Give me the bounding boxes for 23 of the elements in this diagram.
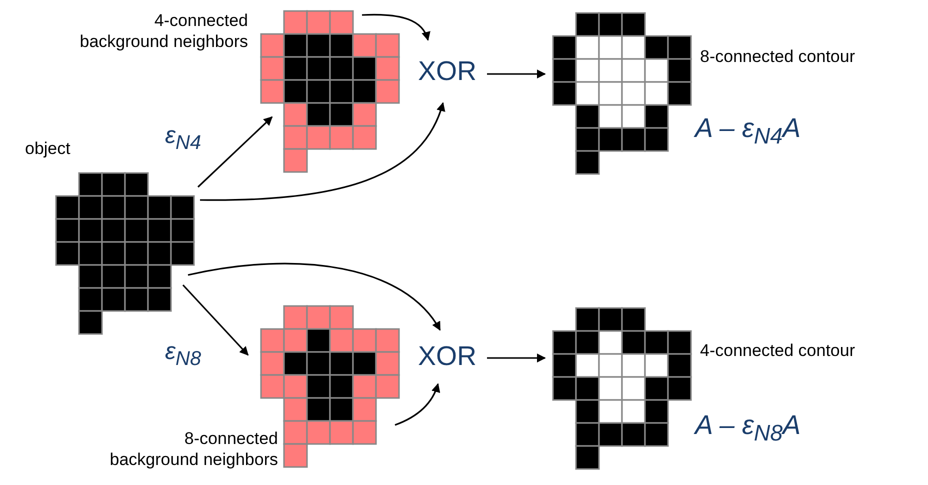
arrow	[394, 383, 440, 426]
operator-label: XOR	[418, 58, 477, 85]
arrow	[188, 262, 441, 331]
pixel-grid-drawing	[552, 307, 692, 470]
grid-caption: 8-connected background neighbors	[108, 428, 278, 470]
pixel-grid-drawing	[260, 10, 400, 173]
pixel-grid-drawing	[55, 172, 195, 335]
formula: A – ε$_{N8}$A	[695, 412, 801, 445]
arrow	[487, 70, 546, 78]
arrow	[182, 284, 249, 356]
grid-caption: 4-connected contour	[700, 340, 855, 362]
grid-caption: 8-connected contour	[700, 46, 855, 68]
arrow	[200, 102, 445, 201]
arrow	[362, 14, 430, 41]
grid-caption: 4-connected background neighbors	[78, 10, 248, 52]
arrow	[487, 354, 546, 362]
formula: A – ε$_{N4}$A	[695, 115, 801, 148]
edge-label: ε$_{N8}$	[165, 340, 202, 369]
arrow	[197, 116, 273, 188]
operator-label: XOR	[418, 343, 477, 370]
pixel-grid-drawing	[552, 12, 692, 175]
edge-label: ε$_{N4}$	[165, 124, 202, 153]
object-label: object	[25, 138, 70, 160]
